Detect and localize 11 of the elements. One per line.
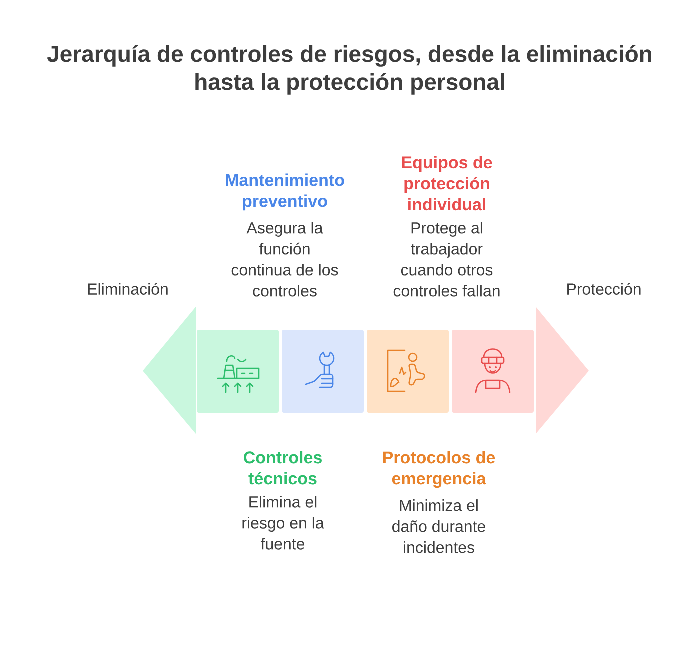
description: Minimiza el daño durante incidentes [392, 500, 486, 554]
heading: Controles técnicos [244, 451, 322, 485]
description: Protege al trabajador cuando otros controles fallan [394, 222, 500, 297]
end-label: Eliminación [88, 283, 168, 295]
title: Jerarquía de controles de riesgos, desde la eliminación hasta la protección personal [47, 45, 652, 95]
heading: Protocolos de emergencia [383, 451, 496, 488]
end-label: Protección [568, 283, 641, 295]
heading: Equipos de protección individual [402, 156, 492, 211]
description: Asegura la función continua de los controles [232, 222, 338, 297]
heading: Mantenimiento preventivo [226, 174, 344, 211]
description: Elimina el riesgo en la fuente [242, 496, 324, 550]
